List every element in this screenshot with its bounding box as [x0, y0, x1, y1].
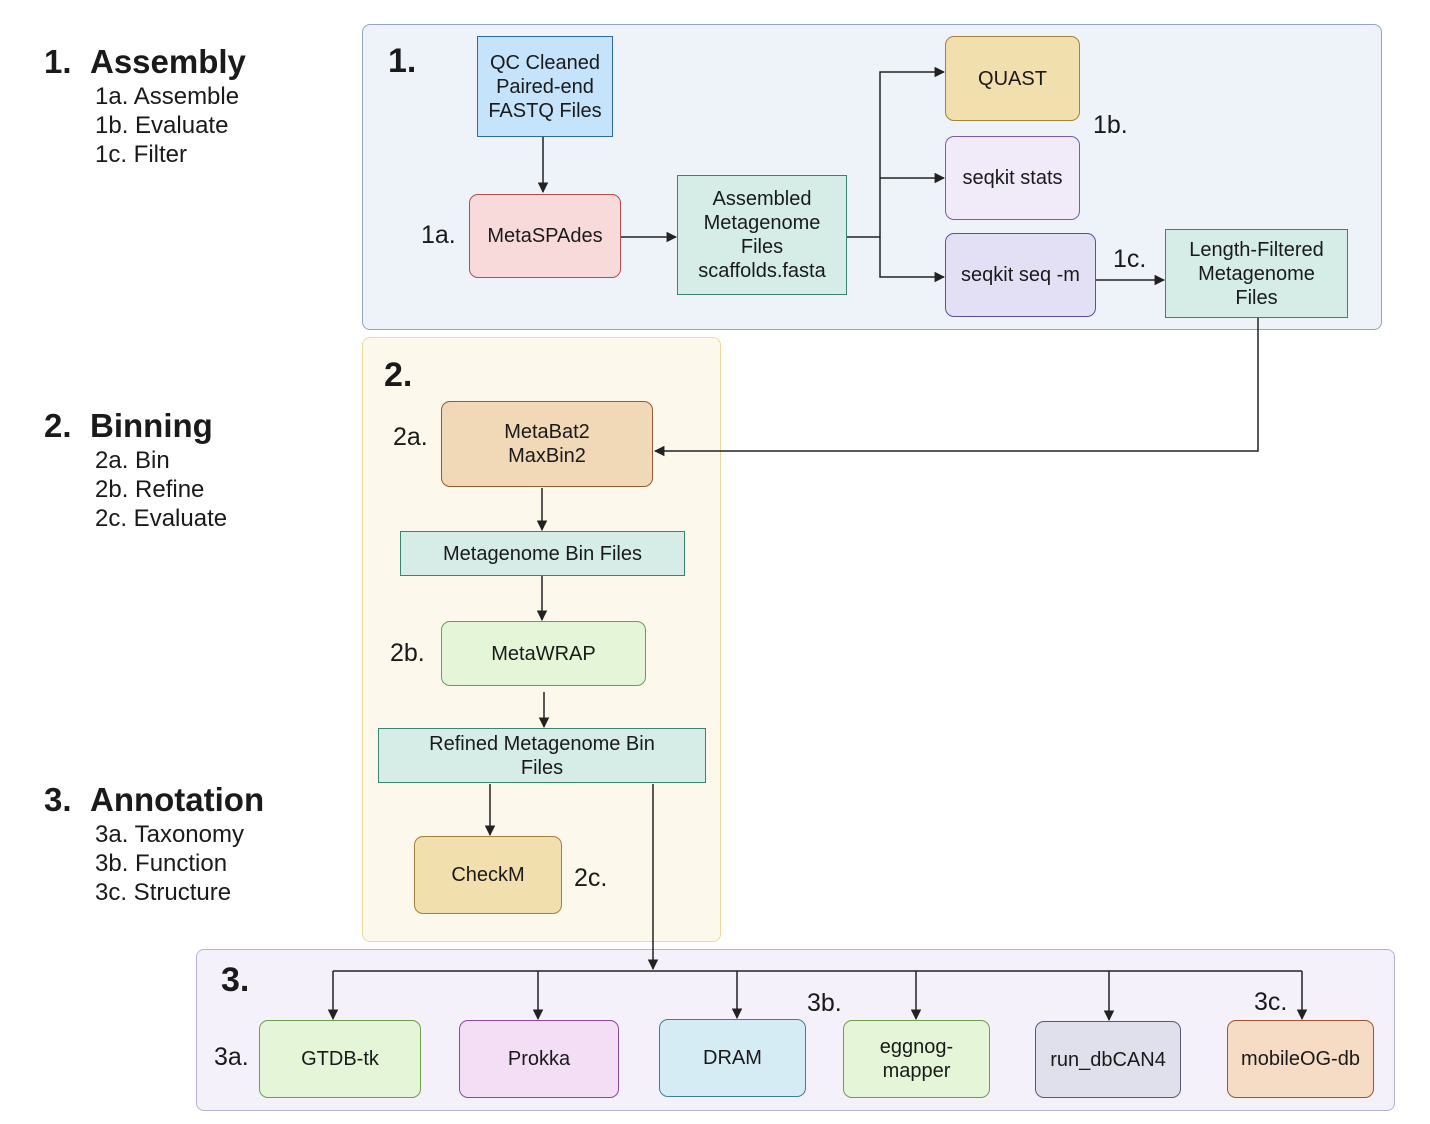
outline-item-1c: 1c. Filter: [95, 141, 188, 168]
outline-item-3a: 3a. Taxonomy: [95, 821, 244, 848]
node-binners: MetaBat2 MaxBin2: [441, 401, 653, 487]
node-dbcan: run_dbCAN4: [1035, 1021, 1181, 1098]
arrow-length-filtered-to-binners: [653, 318, 1259, 457]
node-eggnog: eggnog- mapper: [843, 1020, 990, 1098]
outline-title-annotation: 3. Annotation: [44, 783, 264, 816]
outline-number: 2.: [44, 407, 72, 444]
outline-number: 1.: [44, 43, 72, 80]
step-label-2a: 2a.: [393, 423, 428, 451]
outline-title-text: Binning: [90, 407, 213, 444]
panel-number-assembly: 1.: [388, 42, 417, 80]
node-gtdbtk: GTDB-tk: [259, 1020, 421, 1098]
step-label-3b: 3b.: [807, 989, 842, 1017]
arrow-to-seqkit-seq: [879, 237, 946, 283]
outline-title-assembly: 1. Assembly: [44, 45, 246, 78]
step-label-3a: 3a.: [214, 1043, 249, 1071]
node-assembled: Assembled Metagenome Files scaffolds.fas…: [677, 175, 847, 295]
outline-item-1a: 1a. Assemble: [95, 83, 240, 110]
step-label-2c: 2c.: [574, 864, 608, 892]
outline-item-2a: 2a. Bin: [95, 447, 170, 474]
node-dram: DRAM: [659, 1019, 806, 1097]
outline-title-text: Annotation: [90, 781, 265, 818]
node-seqkit-stats: seqkit stats: [945, 136, 1080, 220]
panel-number-binning: 2.: [384, 356, 413, 394]
step-label-1a: 1a.: [421, 221, 456, 249]
outline-item-3c: 3c. Structure: [95, 879, 232, 906]
outline-item-2c: 2c. Evaluate: [95, 505, 228, 532]
outline-title-binning: 2. Binning: [44, 409, 213, 442]
outline-item-2b: 2b. Refine: [95, 476, 205, 503]
outline-title-text: Assembly: [90, 43, 246, 80]
step-label-2b: 2b.: [390, 639, 425, 667]
node-metawrap: MetaWRAP: [441, 621, 646, 686]
step-label-1b: 1b.: [1093, 111, 1128, 139]
node-length-filtered: Length-Filtered Metagenome Files: [1165, 229, 1348, 318]
outline-item-1b: 1b. Evaluate: [95, 112, 229, 139]
node-refined-bins: Refined Metagenome Bin Files: [378, 728, 706, 783]
node-metaspades: MetaSPAdes: [469, 194, 621, 278]
node-mobileog: mobileOG-db: [1227, 1020, 1374, 1098]
node-bin-files: Metagenome Bin Files: [400, 531, 685, 576]
node-checkm: CheckM: [414, 836, 562, 914]
step-label-3c: 3c.: [1254, 988, 1288, 1016]
step-label-1c: 1c.: [1113, 245, 1147, 273]
outline-item-3b: 3b. Function: [95, 850, 228, 877]
node-quast: QUAST: [945, 36, 1080, 121]
arrow-to-quast: [847, 66, 946, 238]
node-qc-fastq: QC Cleaned Paired-end FASTQ Files: [477, 36, 613, 137]
node-seqkit-seq: seqkit seq -m: [945, 233, 1096, 317]
panel-number-annotation: 3.: [221, 961, 250, 999]
outline-number: 3.: [44, 781, 72, 818]
node-prokka: Prokka: [459, 1020, 619, 1098]
